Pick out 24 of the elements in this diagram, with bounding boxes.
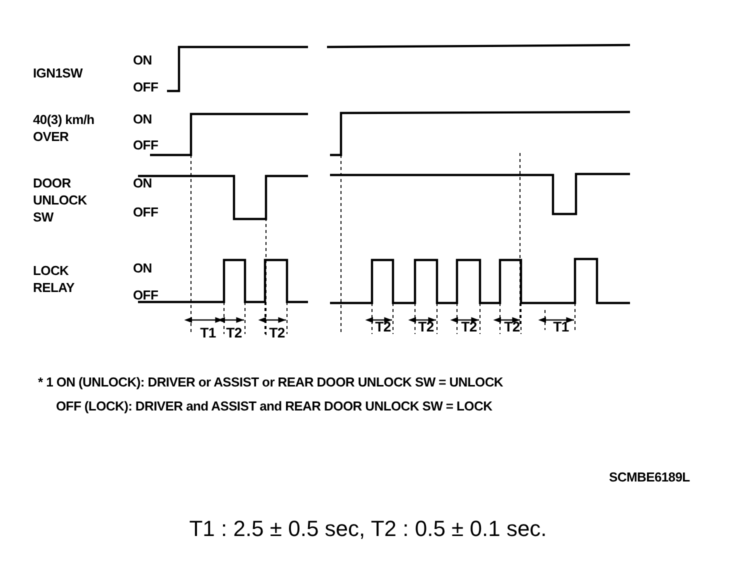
signal-name: DOOR UNLOCK SW [33,174,88,226]
timing-label: T2 [504,318,520,336]
timing-label: T2 [418,318,434,336]
timing-label: T2 [375,318,391,336]
state-label: ON [133,110,152,128]
state-label: OFF [133,78,158,96]
state-label: OFF [133,286,158,304]
timing-label: T1 [553,318,569,336]
footnote: * 1 ON (UNLOCK): DRIVER or ASSIST or REAR DOOR UNLOCK SW = UNLOCK [38,374,504,390]
footnote: OFF (LOCK): DRIVER and ASSIST and REAR DOOR UNLOCK SW = LOCK [56,398,492,414]
timing-label: T2 [226,324,242,342]
state-label: ON [133,260,152,276]
timing-label: T2 [461,318,477,336]
timing-label: T1 [200,324,216,342]
figure-code: SCMBE6189L [609,468,690,486]
state-label: ON [133,52,152,68]
signal-name: LOCK RELAY [33,262,76,296]
signal-name: 40(3) km/h OVER [33,111,96,145]
state-label: OFF [133,136,158,154]
state-label: ON [133,174,152,192]
signal-name: IGN1SW [33,64,82,82]
timing-label: T2 [269,324,285,342]
state-label: OFF [133,204,158,220]
caption: T1 : 2.5 ± 0.5 sec, T2 : 0.5 ± 0.1 sec. [188,516,548,542]
